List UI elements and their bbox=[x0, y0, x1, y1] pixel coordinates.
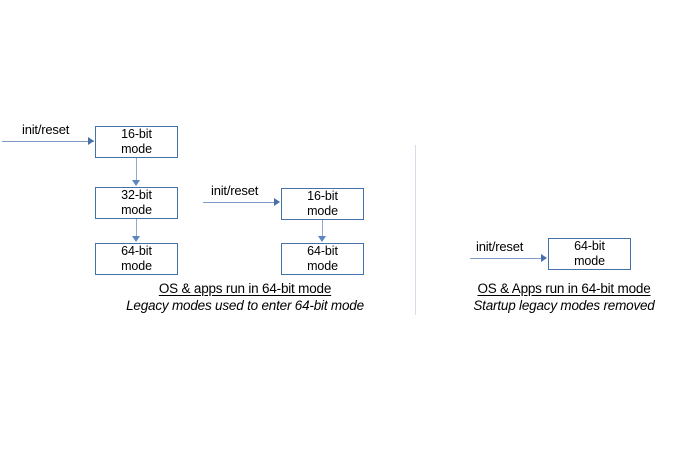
state-box-line1: 16-bit bbox=[121, 127, 152, 142]
state-box-line1: 64-bit bbox=[121, 244, 152, 259]
state-box-line2: mode bbox=[121, 259, 152, 273]
state-box-32bit-mode-left[interactable]: 32-bit mode bbox=[95, 187, 178, 219]
state-box-line1: 64-bit bbox=[574, 239, 605, 254]
caption-right-sub: Startup legacy modes removed bbox=[473, 298, 655, 313]
init-reset-arrow-line-middle bbox=[203, 202, 279, 204]
state-box-line2: mode bbox=[307, 259, 338, 273]
init-reset-arrow-head-middle bbox=[274, 197, 280, 206]
state-box-64bit-mode-right[interactable]: 64-bit mode bbox=[548, 238, 631, 270]
transition-arrow-line-32-to-64 bbox=[135, 219, 137, 238]
edge-label-init-reset-middle: init/reset bbox=[211, 183, 259, 198]
caption-left-sub: Legacy modes used to enter 64-bit mode bbox=[126, 298, 364, 313]
state-box-64bit-mode-left[interactable]: 64-bit mode bbox=[95, 243, 178, 275]
init-reset-arrow-line-right bbox=[470, 258, 546, 260]
state-box-line2: mode bbox=[574, 254, 605, 268]
state-box-line1: 64-bit bbox=[307, 244, 338, 259]
edge-label-init-reset-left: init/reset bbox=[22, 122, 70, 137]
init-reset-arrow-line-left bbox=[2, 141, 94, 143]
state-box-line2: mode bbox=[121, 203, 152, 217]
transition-arrow-head-32-to-64 bbox=[131, 236, 140, 242]
edge-label-init-reset-right: init/reset bbox=[476, 239, 524, 254]
transition-arrow-line-16-to-32 bbox=[135, 158, 137, 181]
state-box-16bit-mode-middle[interactable]: 16-bit mode bbox=[281, 188, 364, 220]
caption-right-group: OS & Apps run in 64-bit mode Startup leg… bbox=[428, 281, 700, 313]
transition-arrow-head-16-to-32 bbox=[131, 180, 140, 186]
state-box-line1: 32-bit bbox=[121, 188, 152, 203]
transition-arrow-head-16-to-64-middle bbox=[317, 236, 326, 242]
init-reset-arrow-head-right bbox=[541, 253, 547, 262]
caption-left-group: OS & apps run in 64-bit mode Legacy mode… bbox=[60, 281, 430, 313]
transition-arrow-line-16-to-64-middle bbox=[321, 220, 323, 238]
state-box-16bit-mode-left[interactable]: 16-bit mode bbox=[95, 126, 178, 158]
state-box-64bit-mode-middle[interactable]: 64-bit mode bbox=[281, 243, 364, 275]
init-reset-arrow-head-left bbox=[88, 136, 94, 145]
state-box-line1: 16-bit bbox=[307, 189, 338, 204]
state-box-line2: mode bbox=[121, 142, 152, 156]
section-divider bbox=[415, 145, 417, 315]
state-box-line2: mode bbox=[307, 204, 338, 218]
caption-left-main: OS & apps run in 64-bit mode bbox=[158, 281, 332, 296]
caption-right-main: OS & Apps run in 64-bit mode bbox=[477, 281, 651, 296]
